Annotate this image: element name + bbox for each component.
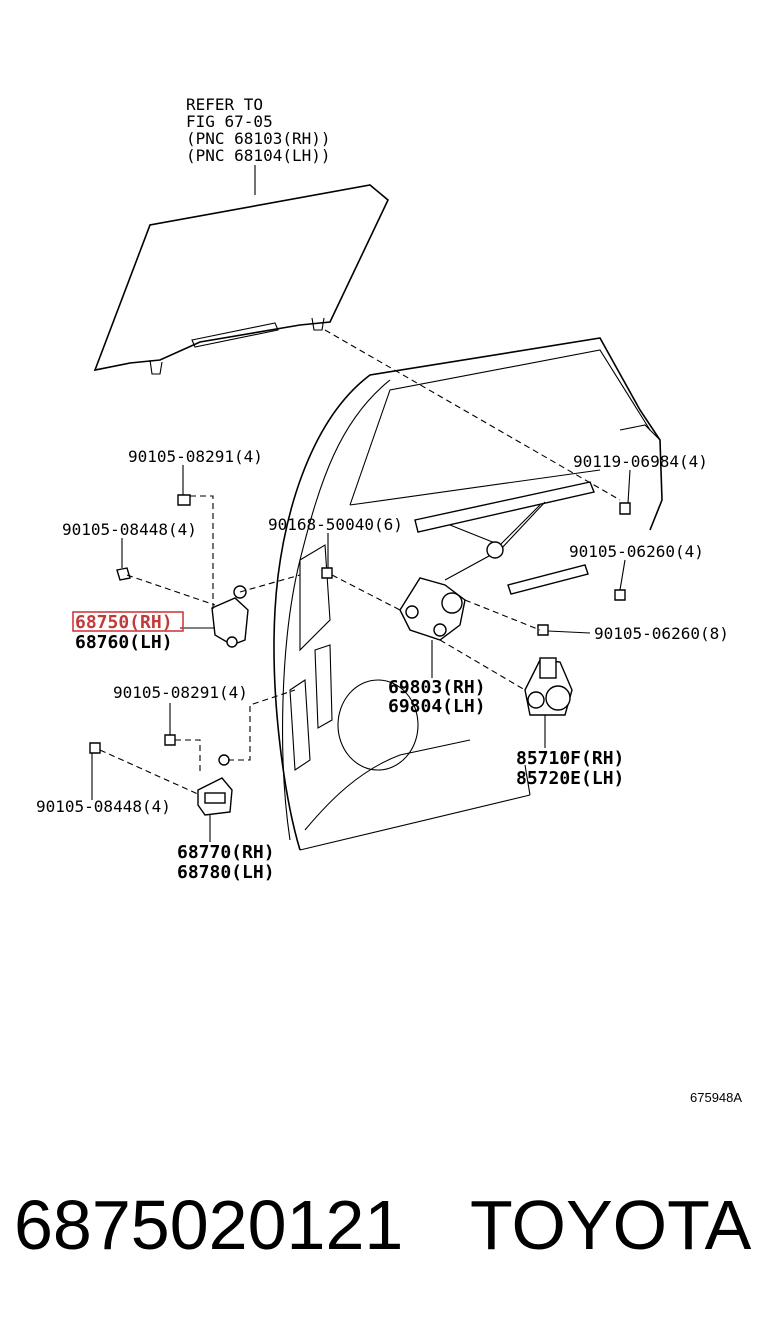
bolts	[89, 494, 631, 754]
callout-68770: 68770(RH)	[177, 842, 275, 863]
figure-code: 675948A	[690, 1090, 742, 1105]
callout-68780: 68780(LH)	[177, 862, 275, 883]
refer-line-2: FIG 67-05	[186, 112, 273, 131]
door-glass	[93, 184, 389, 375]
upper-hinge	[211, 585, 249, 648]
callout-90105-06260-4: 90105-06260(4)	[569, 542, 704, 561]
refer-line-1: REFER TO	[186, 95, 263, 114]
callout-90105-06260-8: 90105-06260(8)	[594, 624, 729, 643]
callout-68750[interactable]: 68750(RH)	[75, 612, 173, 633]
callout-90105-08448-top: 90105-08448(4)	[62, 520, 197, 539]
part-number: 6875020121	[14, 1186, 404, 1264]
highlight-box	[72, 611, 184, 632]
callout-90119-06984: 90119-06984(4)	[573, 452, 708, 471]
refer-line-4: (PNC 68104(LH))	[186, 146, 331, 165]
callout-68760: 68760(LH)	[75, 632, 173, 653]
callout-90105-08291-bot: 90105-08291(4)	[113, 683, 248, 702]
callout-85720e: 85720E(LH)	[516, 768, 624, 789]
regulator-motor	[524, 657, 573, 716]
assembly-lines	[99, 329, 621, 796]
lower-hinge	[197, 754, 233, 816]
leader-lines	[91, 165, 631, 842]
callout-69803: 69803(RH)	[388, 677, 486, 698]
refer-line-3: (PNC 68103(RH))	[186, 129, 331, 148]
callout-90105-08448-bot: 90105-08448(4)	[36, 797, 171, 816]
door-panel	[273, 337, 663, 851]
callout-90168-50040: 90168-50040(6)	[268, 515, 403, 534]
callout-69804: 69804(LH)	[388, 696, 486, 717]
callout-90105-08291-top: 90105-08291(4)	[128, 447, 263, 466]
brand-name: TOYOTA	[470, 1186, 752, 1264]
window-regulator	[399, 481, 595, 641]
callout-85710f: 85710F(RH)	[516, 748, 624, 769]
